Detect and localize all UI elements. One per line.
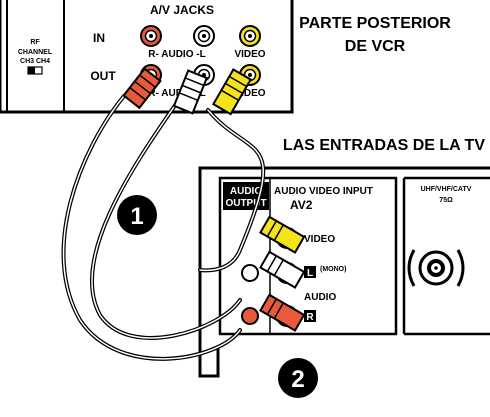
r-badge-text: R — [306, 312, 314, 323]
tv-heading: LAS ENTRADAS DE LA TV — [283, 137, 485, 154]
red-plug-vcr — [122, 67, 162, 110]
l-badge — [304, 266, 316, 278]
rca-cables — [61, 94, 266, 361]
out-audio-label: R- AUDIO -L — [148, 88, 205, 99]
audio-out-l-jack — [241, 264, 259, 282]
audio-output-line2: OUTPUT — [225, 198, 266, 209]
switch-knob — [28, 67, 35, 74]
out-label: OUT — [90, 69, 116, 83]
rf-ch-label: CH3 CH4 — [20, 58, 50, 65]
step-1-marker: 1 — [117, 195, 157, 235]
av2-label: AV2 — [290, 198, 313, 212]
tv-rear-panel: AUDIO OUTPUT AUDIO VIDEO INPUT AV2 VIDEO… — [198, 166, 490, 378]
out-video-label: VIDEO — [234, 88, 265, 99]
mono-label: (MONO) — [320, 266, 346, 273]
yellow-plug-vcr — [211, 68, 253, 116]
vcr-heading-line1: PARTE POSTERIOR — [299, 15, 451, 32]
l-badge-text: L — [307, 268, 313, 279]
audio-out-r-jack — [241, 307, 259, 325]
vcr-in-audio-r-jack — [140, 25, 162, 47]
step-2-number: 2 — [291, 366, 304, 393]
step-2-marker: 2 — [278, 358, 318, 398]
in-label: IN — [93, 31, 105, 45]
antenna-label-line1: UHF/VHF/CATV — [421, 186, 472, 193]
white-plug-tv — [259, 250, 306, 289]
step-1-number: 1 — [130, 203, 143, 230]
rf-label: RF — [30, 39, 40, 46]
r-badge — [304, 310, 316, 322]
red-plug-tv — [259, 293, 306, 332]
rf-channel-switch: RF CHANNEL CH3 CH4 — [18, 39, 53, 75]
av-input-label: AUDIO VIDEO INPUT — [274, 186, 373, 197]
antenna-label-line2: 75Ω — [439, 197, 453, 204]
vcr-heading-line2: DE VCR — [345, 38, 406, 55]
rf-channel-label: CHANNEL — [18, 49, 53, 56]
audio-output-line1: AUDIO — [230, 186, 262, 197]
av-jacks-title: A/V JACKS — [150, 3, 214, 17]
in-video-label: VIDEO — [234, 49, 265, 60]
vcr-in-audio-l-jack — [193, 25, 215, 47]
antenna-jack — [407, 249, 465, 287]
in-audio-label: R- AUDIO -L — [148, 49, 205, 60]
tv-audio-label: AUDIO — [304, 292, 336, 303]
vcr-in-video-jack — [239, 25, 261, 47]
tv-video-label: VIDEO — [304, 234, 335, 245]
white-plug-vcr — [172, 69, 209, 115]
yellow-plug-tv — [259, 215, 306, 254]
